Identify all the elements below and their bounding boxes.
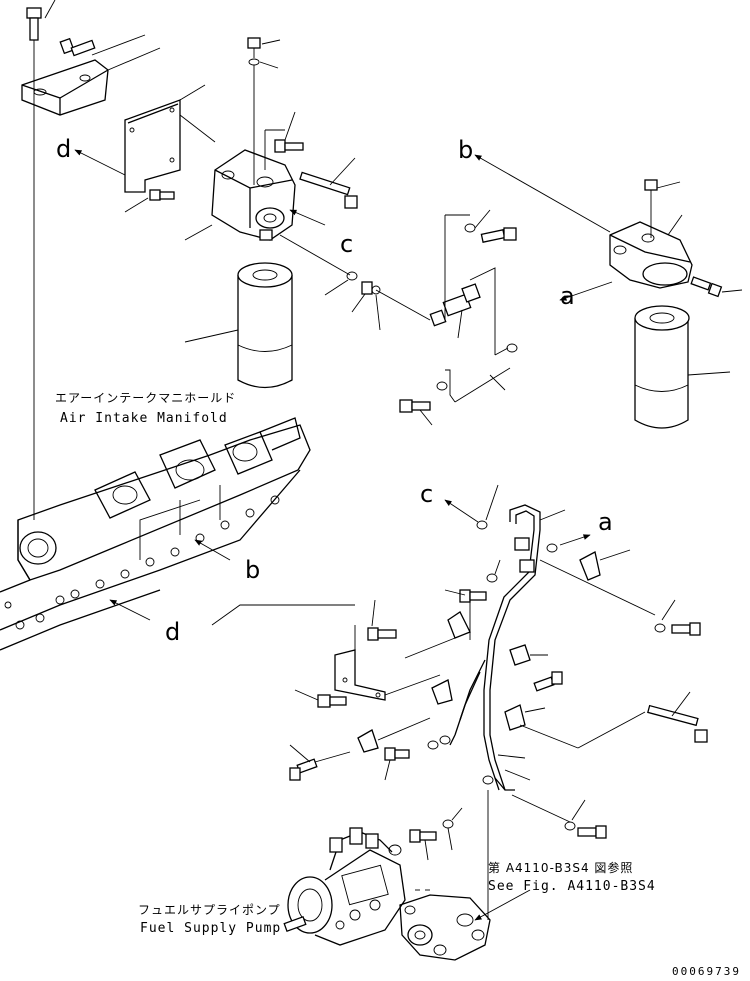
fuel-supply-pump [283, 827, 406, 946]
ref-letter-b-top: b [458, 136, 473, 164]
washer-3 [464, 223, 476, 233]
long-bolt-filter-head [299, 171, 358, 209]
bolt-right-mid [671, 622, 701, 636]
bracket-top-left [21, 59, 109, 116]
clamp-fuel-pump-upper [357, 729, 379, 753]
bolt-lower-right-end [577, 825, 607, 839]
washer-10 [427, 740, 439, 750]
washer-7 [476, 520, 488, 530]
ref-letter-a-right: a [560, 282, 575, 310]
ref-letter-a-mid: a [598, 508, 613, 536]
washer-8 [486, 573, 498, 583]
bolt-bracket-left [317, 694, 347, 708]
washer-5 [436, 381, 448, 391]
clamp-mid-left [447, 611, 471, 639]
tube-bracket [334, 649, 386, 701]
union-bolt-nut [361, 281, 373, 295]
washer-12 [482, 775, 494, 785]
washer-2 [371, 285, 381, 295]
bolt-clamp-fuel-pump-left [289, 758, 318, 781]
filter-head-center [211, 149, 296, 241]
ref-letter-d-top: d [56, 135, 71, 163]
washer-4 [506, 343, 518, 353]
mounting-plate [124, 99, 181, 193]
air-intake-manifold-label-en: Air Intake Manifold [60, 411, 228, 426]
ref-letter-d-mid: d [165, 618, 180, 646]
bolt-filter-head-side [274, 139, 304, 153]
bolt-top-left-vertical [26, 7, 42, 520]
washer-6 [546, 543, 558, 553]
bolt-bracket-top [367, 627, 397, 641]
ref-letter-c-mid: c [420, 480, 433, 508]
washer-9 [654, 623, 666, 633]
bolt-clamp-fuel-pump-right [384, 747, 410, 761]
washer-13 [564, 821, 576, 831]
clamp-lower-right [504, 704, 526, 731]
bolt-connector [480, 227, 517, 243]
air-intake-manifold-label-jp: エアーインテークマニホールド [55, 391, 236, 405]
fuel-housing-bottom [399, 894, 491, 961]
fuel-filter-cartridge-right [634, 305, 690, 429]
see-fig-label-en: See Fig. A4110-B3S4 [488, 879, 656, 894]
bolt-lower-connector [399, 399, 431, 413]
clamp-mid [509, 644, 531, 666]
clamp-upper-right [579, 551, 601, 581]
ref-letter-c-top: c [340, 230, 353, 258]
bolt-tube-clamp-left [459, 589, 487, 603]
bolt-filter-head-right-side [690, 276, 723, 298]
washer-1 [346, 271, 358, 281]
bolt-fuel-pump-top [409, 829, 437, 843]
clamp-lower-left [431, 679, 453, 705]
filter-head-right [609, 221, 693, 289]
document-number: 00069739 [672, 965, 741, 978]
bolt-plate [149, 189, 175, 201]
long-bolt-lower-right [647, 704, 708, 743]
bolt-clamp-mid [533, 671, 563, 692]
bolt-top-left-angled [59, 37, 96, 57]
hose-connector [429, 283, 481, 327]
washer-14 [442, 819, 454, 829]
fuel-tube-assembly [449, 504, 541, 791]
ref-letter-b-mid: b [245, 556, 260, 584]
bolt-filter-head-top [247, 37, 261, 185]
air-intake-manifold [0, 417, 311, 651]
fuel-supply-pump-label-en: Fuel Supply Pump [140, 921, 281, 936]
see-fig-label-jp: 第 A4110-B3S4 図参照 [488, 860, 633, 875]
washer-11 [439, 735, 451, 745]
bolt-filter-head-right-top [644, 179, 658, 238]
fuel-supply-pump-label-jp: フュエルサプライポンプ [138, 903, 281, 917]
fuel-filter-cartridge-left [237, 262, 293, 389]
